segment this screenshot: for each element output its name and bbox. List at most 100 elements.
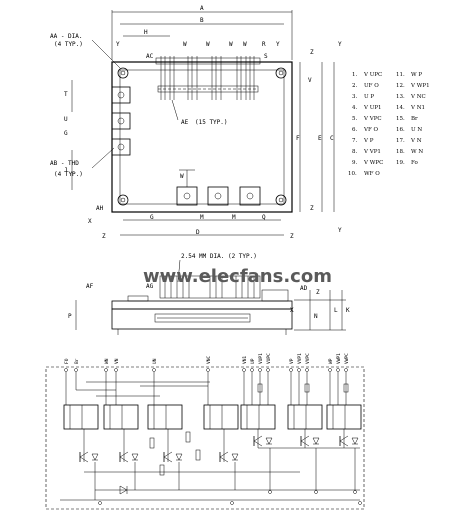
svg-text:9.: 9. (352, 160, 357, 166)
svg-text:15.: 15. (396, 116, 405, 122)
dim-af: AF (86, 283, 94, 290)
top-callouts: AA - DIA. (4 TYP.) AE (15 TYP.) AB - THD… (50, 33, 228, 178)
dim-n: N (314, 313, 318, 320)
dim-q: Q (262, 214, 266, 221)
dim-l: L (334, 307, 338, 314)
pin-16: U N (411, 127, 422, 133)
dim-f: F (296, 135, 300, 142)
pin-8: V VP1 (363, 149, 381, 155)
dim-w-2: W (206, 41, 210, 48)
dim-t: T (64, 91, 68, 98)
pin-17: V N (410, 138, 422, 144)
watermark: www.elecfans.com (143, 266, 332, 287)
callout-ab-typ: (4 TYP.) (54, 171, 83, 178)
mount-hole-br (275, 194, 287, 206)
pin-4: V UP1 (363, 105, 382, 111)
pin-list: 1.V UPC 2.UF O 3.U P 4.V UP1 5.V VPC 6.V… (348, 72, 430, 177)
pin-15: Br (411, 116, 418, 122)
schematic: FO Br WN VN UN VNC VN1 UP VUP1 VUPC VP V… (45, 353, 365, 510)
dim-ac-top: AC (146, 53, 154, 60)
dim-p: P (68, 313, 72, 320)
pin-13: V NC (410, 94, 426, 100)
callout-mm-dia: 2.54 MM DIA. (2 TYP.) (181, 253, 257, 260)
callout-ae-typ: (15 TYP.) (195, 119, 228, 126)
svg-text:Z: Z (316, 289, 320, 296)
svg-text:Y: Y (338, 227, 342, 234)
side-body-main (111, 308, 293, 330)
dim-z-right: Z (310, 205, 314, 212)
pin-10: WF O (364, 171, 380, 177)
dim-h: H (144, 29, 148, 36)
dim-k: K (346, 307, 350, 314)
schematic-leads (65, 372, 349, 405)
dim-y-right: Y (338, 41, 342, 48)
svg-text:4.: 4. (352, 105, 357, 111)
ic-block-wp (326, 404, 362, 430)
svg-text:X: X (290, 307, 294, 314)
svg-text:FO: FO (64, 358, 70, 364)
pin-5: V VPC (363, 116, 382, 122)
dim-v: V (308, 77, 312, 84)
svg-text:VWP1: VWP1 (336, 353, 342, 364)
svg-text:17.: 17. (396, 138, 405, 144)
pin-18: W N (411, 149, 423, 155)
schematic-power-stage (60, 429, 362, 505)
dim-w-bottom: W (180, 173, 184, 180)
dim-ah: AH (96, 205, 104, 212)
side-body-top (111, 300, 293, 310)
top-view-dimensions: A B H Y R Y W W W W AC S Z Y V F E (64, 5, 342, 240)
svg-text:5.: 5. (352, 116, 357, 122)
svg-text:UP: UP (250, 358, 256, 364)
pin-6: VF O (363, 127, 379, 133)
ic-block-up (240, 404, 276, 430)
dim-b: B (200, 17, 204, 24)
side-pins (127, 275, 289, 302)
pin-19: Fo (411, 160, 419, 166)
mount-hole-tl (117, 67, 129, 79)
pin-1: V UPC (363, 72, 382, 78)
svg-text:Br: Br (74, 358, 80, 364)
svg-text:UN: UN (152, 358, 158, 364)
mount-hole-tr (275, 67, 287, 79)
svg-text:VVPC: VVPC (305, 353, 311, 364)
dim-z-br: Z (290, 233, 294, 240)
callout-aa-typ: (4 TYP.) (54, 41, 83, 48)
top-view: A B H Y R Y W W W W AC S Z Y V F E (50, 5, 342, 240)
dim-x: X (88, 218, 92, 225)
dim-j: J (64, 167, 68, 174)
svg-text:2.: 2. (352, 83, 357, 89)
module-inner-frame (119, 69, 285, 205)
ic-block-fo (63, 404, 99, 430)
dim-m-2: M (232, 214, 236, 221)
svg-text:VN1: VN1 (242, 356, 248, 364)
dim-e: E (318, 135, 322, 142)
pin-11: W P (411, 72, 422, 78)
pin-7: V P (363, 138, 374, 144)
svg-text:13.: 13. (396, 94, 405, 100)
pin-2: UF O (364, 83, 379, 89)
left-terminals (111, 86, 131, 156)
svg-text:VWPC: VWPC (344, 353, 350, 364)
dim-w-4: W (243, 41, 247, 48)
svg-text:14.: 14. (396, 105, 405, 111)
dim-ad: AD (300, 285, 308, 292)
dim-m-1: M (200, 214, 204, 221)
dim-a: A (200, 5, 204, 12)
svg-text:16.: 16. (396, 127, 405, 133)
svg-text:19.: 19. (396, 160, 405, 166)
svg-text:7.: 7. (352, 138, 357, 144)
schematic-labels: FO Br WN VN UN VNC VN1 UP VUP1 VUPC VP V… (64, 353, 350, 364)
ic-block-vn (203, 404, 239, 430)
dim-w-1: W (183, 41, 187, 48)
svg-text:12.: 12. (396, 83, 405, 89)
pin-9: V WPC (363, 160, 383, 166)
svg-text:WP: WP (328, 358, 334, 364)
pin-3: U P (364, 94, 374, 100)
callout-aa-dia: AA - DIA. (50, 33, 83, 40)
svg-text:8.: 8. (352, 149, 357, 155)
pin-12: V WP1 (410, 83, 430, 89)
callout-ae: AE (181, 119, 189, 126)
svg-text:VNC: VNC (206, 356, 212, 364)
dim-g-bottom: G (150, 214, 154, 221)
